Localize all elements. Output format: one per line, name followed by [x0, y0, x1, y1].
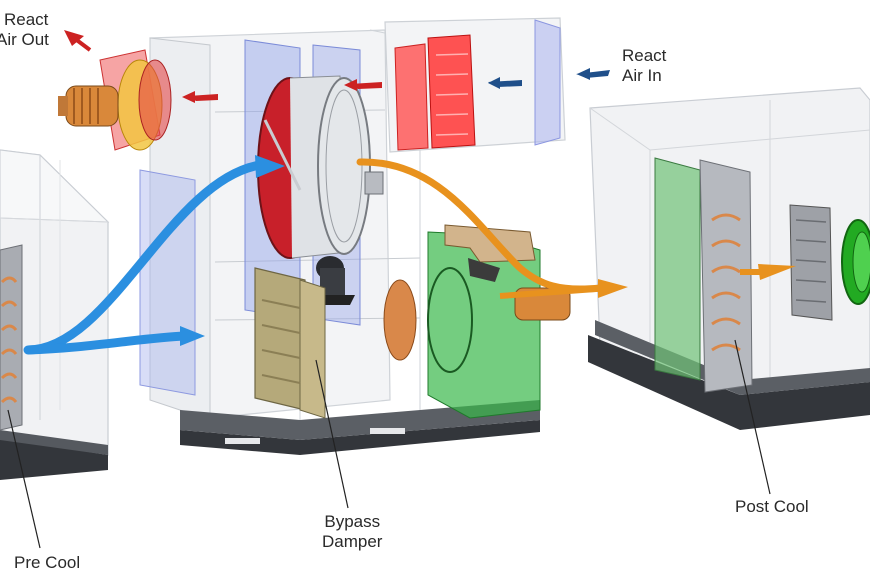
bypass-damper-label: Bypass Damper: [322, 512, 382, 552]
react-fan-motor: [58, 85, 119, 127]
desiccant-wheel: [257, 75, 384, 259]
react-air-out-arrows: [64, 30, 382, 103]
react-fan: [99, 49, 172, 151]
pre-cool-label: Pre Cool: [14, 553, 81, 572]
bypass-damper-line1: Bypass: [324, 512, 381, 531]
react-air-in-arrow: [488, 68, 610, 89]
react-air-out-line1: React: [4, 10, 49, 29]
react-air-out-label: React Air Out: [0, 10, 49, 50]
pre-cool-module: [0, 149, 110, 480]
regen-air-arrow: [356, 158, 796, 299]
post-cool-coil: [654, 157, 753, 393]
react-air-out-line2: Air Out: [0, 30, 49, 49]
leader-lines: [7, 339, 771, 549]
bypass-damper: [254, 267, 326, 419]
react-heater: [394, 34, 476, 151]
process-fan: [383, 224, 571, 419]
react-air-in-line1: React: [622, 46, 667, 65]
react-air-in-label: React Air In: [622, 46, 666, 86]
post-cool-fan: [789, 204, 870, 321]
process-air-arrow: [23, 155, 285, 355]
pre-cool-coil: [0, 244, 23, 431]
bypass-damper-line2: Damper: [322, 532, 383, 551]
post-cool-label: Post Cool: [735, 497, 809, 516]
react-air-in-line2: Air In: [622, 66, 662, 85]
